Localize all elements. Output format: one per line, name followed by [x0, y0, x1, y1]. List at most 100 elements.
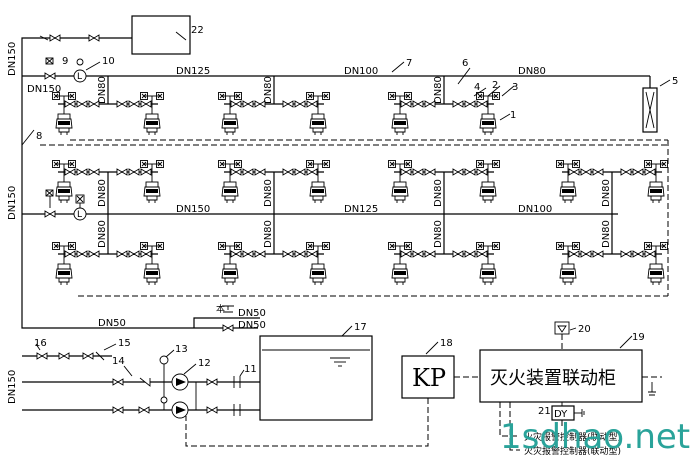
gate-valve	[116, 250, 128, 258]
gate-valve	[306, 100, 318, 108]
gate-valve	[76, 100, 88, 108]
callout-19: 19	[632, 332, 645, 343]
label-dn125-top: DN125	[176, 66, 210, 77]
label-dn150-branch: DN150	[27, 84, 61, 95]
fire-monitor	[309, 263, 327, 286]
gate-valve	[294, 168, 306, 176]
label-dn150-top: DN150	[7, 42, 18, 76]
fire-monitor	[647, 181, 665, 204]
label-dn125-mid-main: DN125	[344, 204, 378, 215]
callout-14: 14	[112, 356, 125, 367]
fire-monitor	[55, 263, 73, 286]
fire-monitor	[143, 181, 161, 204]
fire-monitor	[55, 113, 73, 136]
gate-valve	[254, 100, 266, 108]
gate-valve	[632, 250, 644, 258]
gate-valve	[476, 168, 488, 176]
gate-valve	[452, 168, 464, 176]
gate-valve	[424, 168, 436, 176]
label-dn150-mid: DN150	[7, 186, 18, 220]
gate-valve	[476, 250, 488, 258]
gate-valve	[230, 250, 242, 258]
middle-group-1: DN80	[52, 160, 164, 214]
lower-group-3: DN80	[388, 214, 500, 286]
signal-lines	[185, 376, 662, 451]
gate-valve	[568, 250, 580, 258]
gate-valve	[580, 168, 592, 176]
callout-3: 3	[512, 82, 518, 93]
upper-branch-inlet: L DN150 9 10	[22, 56, 650, 95]
upper-monitor-row: DN80 DN80 DN80	[52, 76, 500, 136]
left-vertical-main: DN150 DN150 8	[7, 42, 42, 300]
fire-monitor	[391, 263, 409, 286]
gate-valve	[88, 250, 100, 258]
gate-valve	[412, 100, 424, 108]
bottom-note-1: 火灾报警控制器(联动型)	[524, 431, 621, 443]
gate-valve	[620, 168, 632, 176]
gate-valve	[128, 100, 140, 108]
gate-valve	[580, 250, 592, 258]
gate-valve	[400, 168, 412, 176]
upper-group-1: DN80	[52, 76, 164, 136]
gate-valve	[242, 168, 254, 176]
gate-valve	[306, 250, 318, 258]
label-dn150-mid-main: DN150	[176, 204, 210, 215]
callout-18: 18	[440, 338, 453, 349]
fire-monitor	[391, 181, 409, 204]
callout-7: 7	[406, 58, 412, 69]
gate-valve	[140, 100, 152, 108]
callout-9: 9	[62, 56, 68, 67]
gate-valve	[76, 250, 88, 258]
gate-valve	[294, 250, 306, 258]
gate-valve	[464, 250, 476, 258]
gate-valve	[254, 250, 266, 258]
label-dn80-riser: DN80	[97, 76, 108, 104]
overflow-lines: DN50 DN50 本	[193, 303, 266, 332]
label-dn80-riser: DN80	[263, 220, 274, 248]
storage-tank-17: 17	[259, 322, 373, 421]
kp-label: KP	[412, 364, 446, 392]
gate-valve	[116, 168, 128, 176]
power-unit-21: DY 21	[538, 402, 585, 428]
callout-22: 22	[191, 25, 204, 36]
label-dn80-riser: DN80	[263, 179, 274, 207]
gate-valve	[412, 168, 424, 176]
callout-8: 8	[36, 131, 42, 142]
callout-11: 11	[244, 364, 257, 375]
gate-valve	[242, 100, 254, 108]
callout-1: 1	[510, 110, 516, 121]
upper-group-2: DN80	[218, 76, 330, 136]
gate-valve	[568, 168, 580, 176]
gate-valve	[424, 250, 436, 258]
lower-group-2: DN80	[218, 214, 330, 286]
gate-valve	[230, 168, 242, 176]
middle-group-2: DN80	[218, 160, 330, 214]
lower-group-1: DN80	[52, 214, 164, 286]
gate-valve	[464, 100, 476, 108]
watermark: 1sdhao.net	[500, 417, 690, 457]
middle-group-3: DN80	[388, 160, 500, 214]
gate-valve	[88, 100, 100, 108]
return-line-dn50: DN50	[21, 300, 258, 329]
fire-monitor	[143, 113, 161, 136]
fire-monitor	[479, 113, 497, 136]
label-dn50-overflow-1: DN50	[238, 308, 266, 319]
gate-valve	[464, 168, 476, 176]
gate-valve	[294, 100, 306, 108]
end-test-device-5: 5	[642, 76, 678, 133]
fire-monitor	[221, 113, 239, 136]
gate-valve	[64, 168, 76, 176]
gate-valve	[592, 250, 604, 258]
fire-monitor	[55, 181, 73, 204]
fire-monitor	[647, 263, 665, 286]
callout-5: 5	[672, 76, 678, 87]
detector-20: 20	[554, 321, 591, 350]
gate-valve	[632, 168, 644, 176]
gate-valve	[452, 250, 464, 258]
gate-valve	[282, 250, 294, 258]
callout-17: 17	[354, 322, 367, 333]
bottom-note-2: 火灾报警控制器(联动型)	[524, 445, 621, 457]
upper-group-3: DN80	[388, 76, 500, 136]
